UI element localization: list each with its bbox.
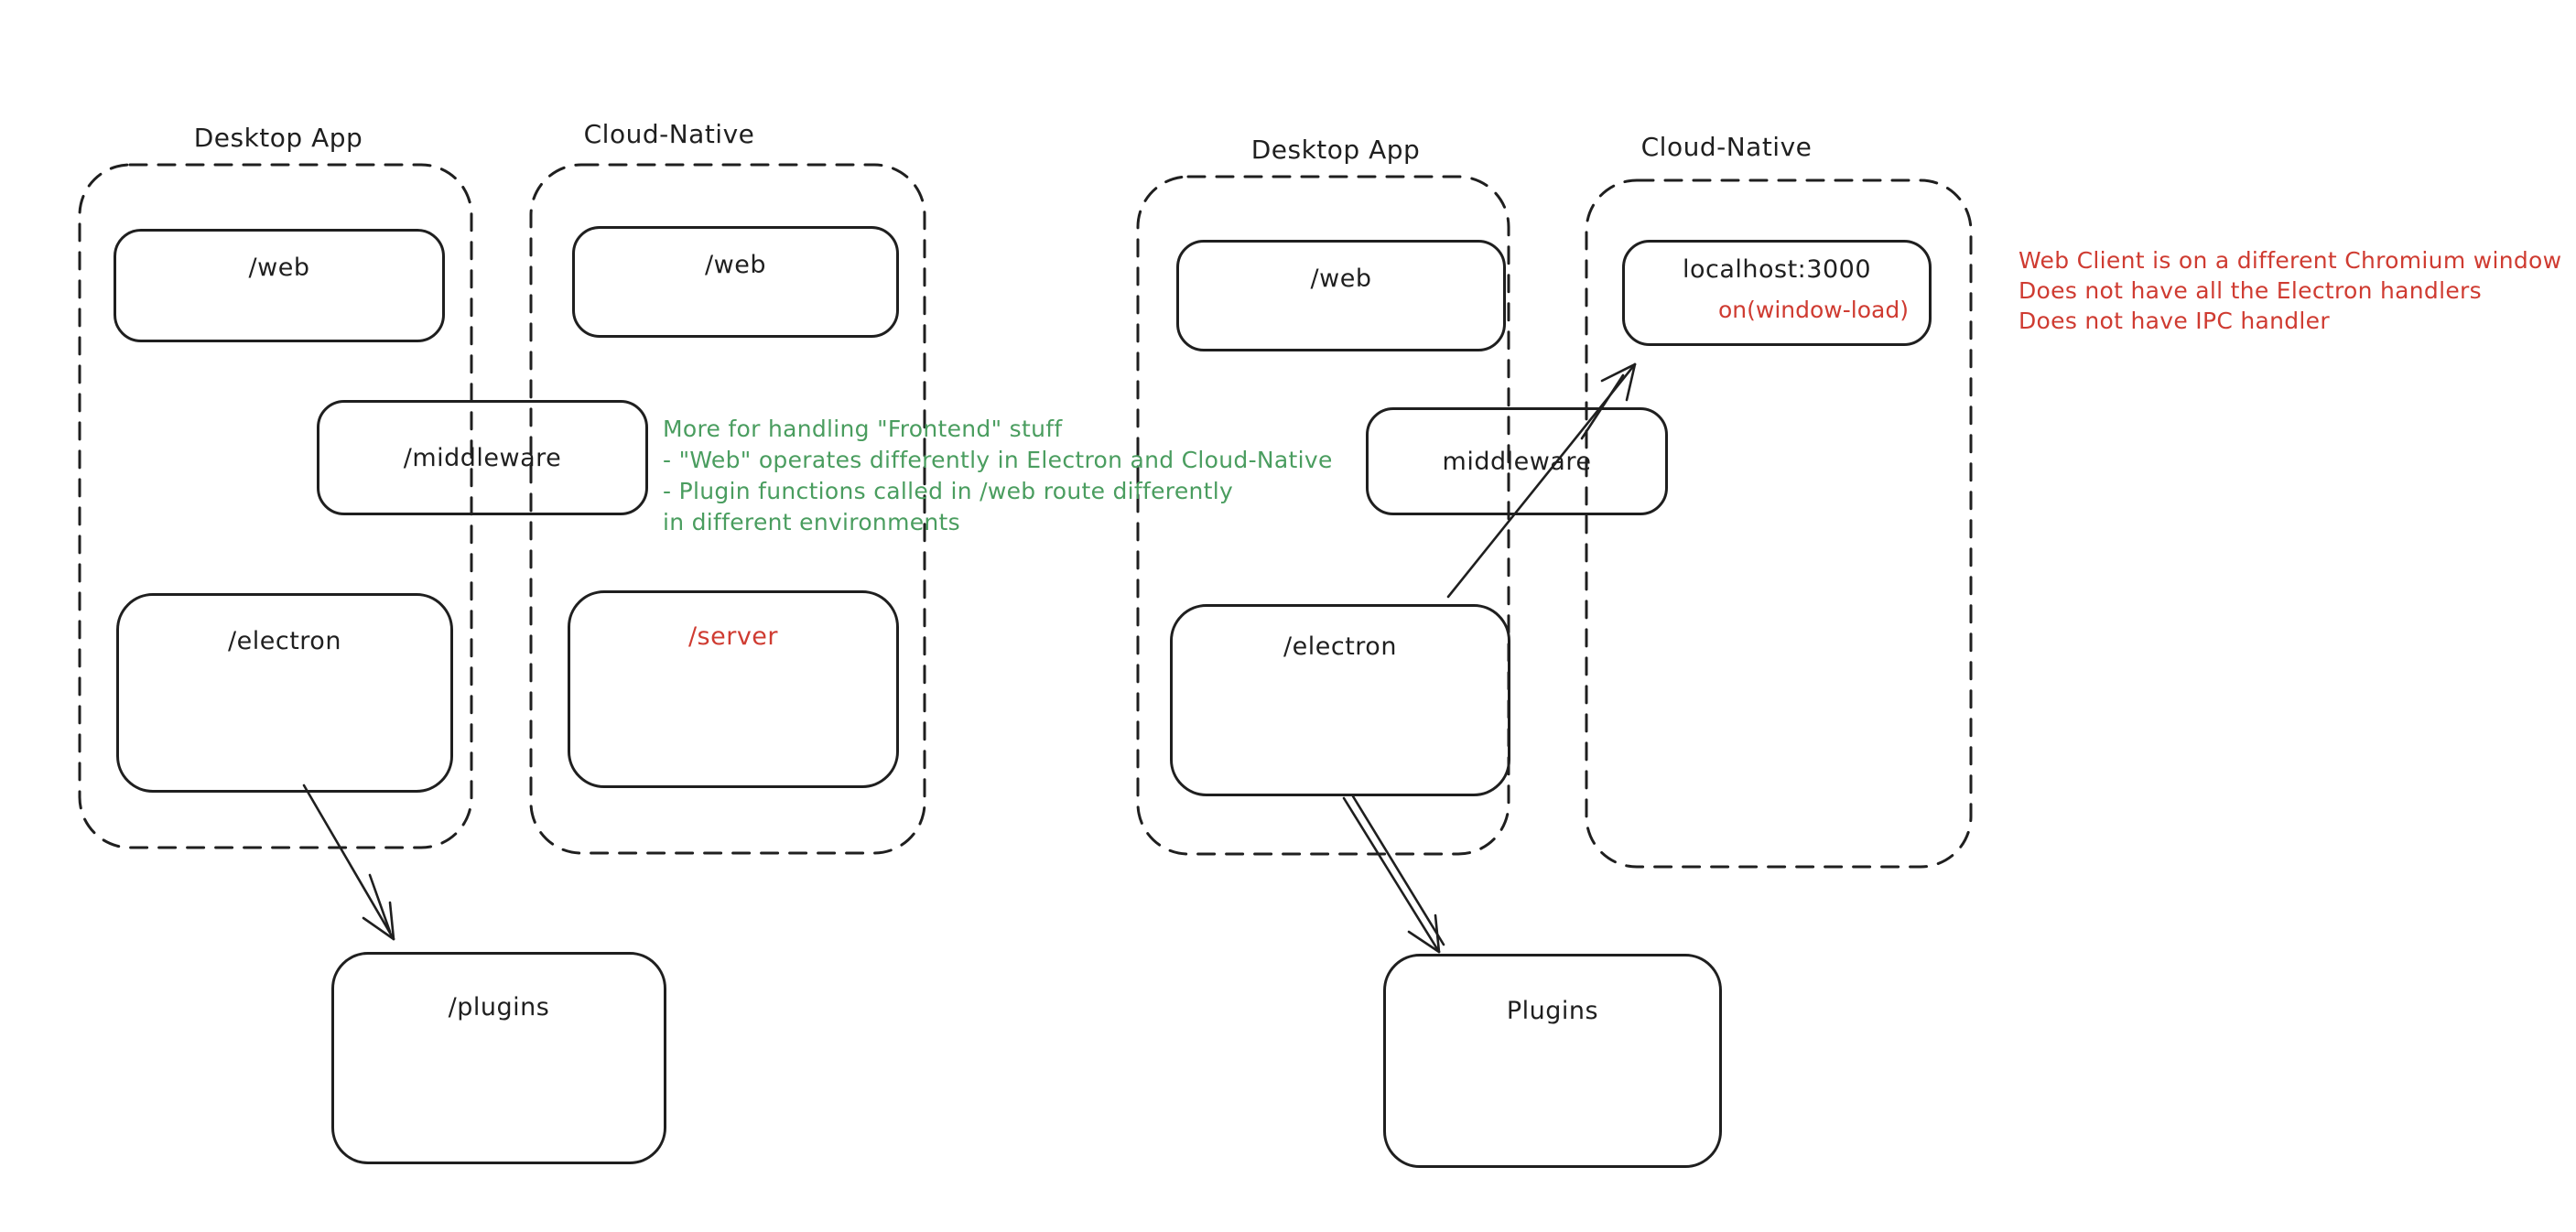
left-desktop-app-container: [78, 163, 473, 849]
right-localhost-label: localhost:3000: [1682, 255, 1871, 284]
arrow-electron-to-plugins-left: [302, 784, 395, 941]
left-desktop-app-title: Desktop App: [193, 123, 363, 153]
left-web-cloud-label: /web: [705, 251, 766, 279]
right-cloud-native-container: [1585, 178, 1973, 869]
left-cloud-native-container: [529, 163, 926, 855]
left-web-desktop-box: /web: [114, 229, 445, 342]
arrow-electron-to-localhost-right: [1446, 362, 1637, 599]
right-plugins-label: Plugins: [1506, 997, 1599, 1025]
green-annotation-line: - Plugin functions called in /web route …: [663, 478, 1234, 504]
left-electron-label: /electron: [228, 627, 341, 655]
right-web-label: /web: [1310, 265, 1372, 293]
right-desktop-app-container: [1136, 175, 1510, 856]
red-annotation-line: Web Client is on a different Chromium wi…: [2019, 247, 2562, 274]
right-electron-label: /electron: [1283, 632, 1397, 661]
arrow-electron-to-plugins-right: [1342, 794, 1445, 954]
red-annotation-line: Does not have IPC handler: [2019, 308, 2330, 334]
left-middleware-box: /middleware: [317, 400, 648, 515]
green-annotation-line: - "Web" operates differently in Electron…: [663, 447, 1333, 473]
right-plugins-box: Plugins: [1383, 954, 1722, 1168]
right-localhost-box: localhost:3000 on(window-load): [1622, 240, 1932, 346]
green-annotation: More for handling "Frontend" stuff - "We…: [663, 414, 1333, 538]
left-web-desktop-label: /web: [248, 254, 310, 282]
right-middleware-label: middleware: [1442, 447, 1592, 476]
green-annotation-line: in different environments: [663, 509, 960, 535]
red-annotation: Web Client is on a different Chromium wi…: [2019, 245, 2561, 336]
right-middleware-box: middleware: [1366, 407, 1668, 515]
left-web-cloud-box: /web: [572, 226, 899, 338]
left-middleware-label: /middleware: [403, 443, 562, 472]
left-plugins-label: /plugins: [448, 993, 550, 1021]
left-plugins-box: /plugins: [331, 952, 666, 1164]
left-electron-box: /electron: [116, 593, 453, 793]
left-server-label: /server: [687, 622, 779, 651]
right-localhost-sub-label: on(window-load): [1718, 297, 1909, 323]
right-desktop-app-title: Desktop App: [1250, 135, 1421, 165]
right-electron-box: /electron: [1170, 604, 1510, 796]
right-cloud-native-title: Cloud-Native: [1640, 132, 1813, 162]
left-cloud-native-title: Cloud-Native: [583, 119, 755, 149]
red-annotation-line: Does not have all the Electron handlers: [2019, 277, 2482, 304]
green-annotation-line: More for handling "Frontend" stuff: [663, 416, 1063, 442]
right-web-box: /web: [1176, 240, 1506, 351]
left-server-box: /server: [568, 590, 899, 788]
